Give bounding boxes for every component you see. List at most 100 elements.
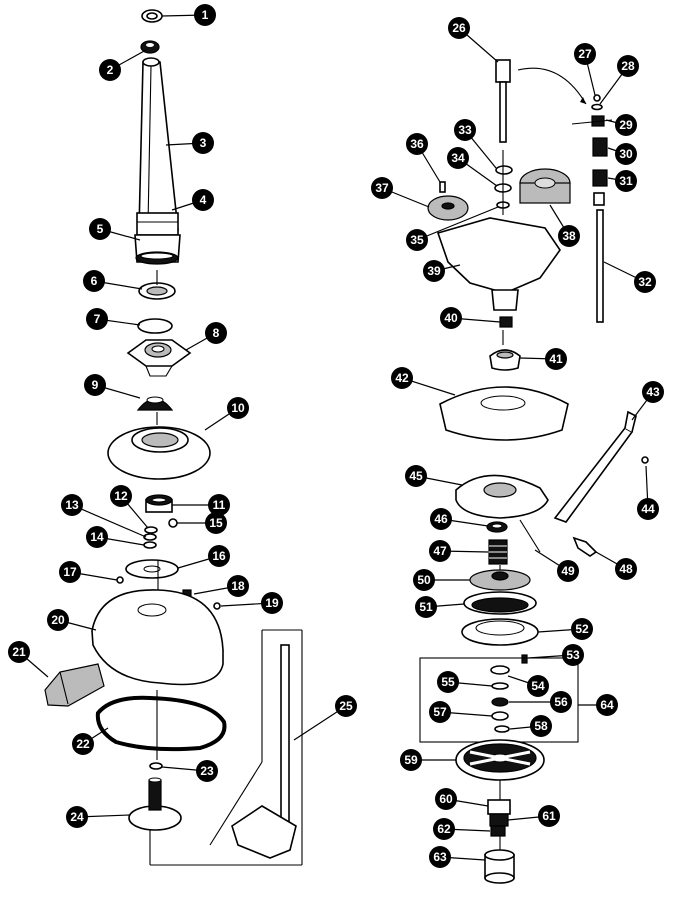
callout-badge — [84, 374, 106, 396]
part-8-bearing-housing — [126, 339, 192, 377]
callout-number: 14 — [90, 530, 104, 544]
part-54-washer — [490, 665, 510, 675]
callout-31: 31 — [607, 170, 637, 192]
callout-number: 9 — [92, 378, 99, 392]
callout-badge — [637, 498, 659, 520]
callout-badge — [208, 494, 230, 516]
callout-36: 36 — [406, 133, 441, 183]
callout-number: 32 — [638, 275, 652, 289]
callout-4: 4 — [171, 189, 214, 211]
callout-badge — [227, 575, 249, 597]
part-55-washer — [491, 682, 509, 690]
callout-badge — [400, 749, 422, 771]
part-5-seal — [134, 234, 181, 265]
callout-badge — [545, 348, 567, 370]
part-29-nut — [571, 115, 613, 127]
callout-number: 20 — [51, 613, 65, 627]
callout-badge — [59, 561, 81, 583]
callout-leader — [71, 504, 147, 538]
callout-badge — [562, 644, 584, 666]
callout-number: 64 — [600, 698, 614, 712]
callout-number: 42 — [395, 371, 409, 385]
callout-12: 12 — [110, 485, 149, 529]
callout-34: 34 — [447, 147, 498, 187]
callout-8: 8 — [185, 322, 227, 351]
part-39-gear-housing — [436, 217, 561, 311]
callout-number: 16 — [212, 549, 226, 563]
callout-50: 50 — [413, 569, 470, 591]
callout-number: 38 — [562, 229, 576, 243]
callout-number: 8 — [213, 326, 220, 340]
callout-44: 44 — [637, 465, 659, 520]
callout-29: 29 — [605, 114, 637, 136]
callout-42: 42 — [391, 367, 456, 396]
callout-number: 56 — [554, 695, 568, 709]
callout-badge — [406, 229, 428, 251]
callout-number: 31 — [619, 174, 633, 188]
left-guide-lines — [149, 270, 303, 866]
callout-54: 54 — [507, 675, 549, 697]
callout-badge — [66, 806, 88, 828]
callout-badge — [617, 55, 639, 77]
part-19-screw — [213, 602, 221, 610]
callout-number: 1 — [202, 8, 209, 22]
callout-number: 35 — [410, 233, 424, 247]
part-28-washer — [591, 103, 603, 111]
part-62-collar — [490, 825, 506, 837]
callout-number: 7 — [94, 312, 101, 326]
part-63-sleeve — [484, 849, 515, 884]
callout-55: 55 — [437, 671, 493, 693]
part-60-clutch — [487, 799, 511, 815]
part-38-drive-gear — [519, 168, 571, 204]
callout-14: 14 — [86, 526, 145, 548]
part-37-pinion-gear — [427, 195, 469, 221]
part-20-gear-case — [91, 589, 224, 686]
callout-7: 7 — [86, 308, 141, 330]
callout-number: 52 — [575, 622, 589, 636]
callout-49: 49 — [534, 549, 579, 582]
part-10-tub-support — [107, 426, 211, 480]
callout-53: 53 — [527, 644, 584, 666]
callout-number: 19 — [265, 596, 279, 610]
callout-number: 48 — [619, 562, 633, 576]
callout-27: 27 — [574, 43, 596, 96]
callout-badge — [429, 846, 451, 868]
callout-56: 56 — [509, 691, 572, 713]
callout-badge — [227, 397, 249, 419]
callout-17: 17 — [59, 561, 118, 583]
part-7-o-ring — [137, 318, 173, 334]
callout-badge — [205, 512, 227, 534]
callout-number: 58 — [534, 719, 548, 733]
part-59-pulley — [455, 739, 545, 781]
callout-badge — [261, 592, 283, 614]
part-14-washer — [143, 541, 157, 549]
part-4-shaft-collar — [136, 212, 179, 236]
callout-45: 45 — [405, 465, 463, 487]
callout-51: 51 — [415, 596, 465, 618]
part-46-collar — [486, 521, 508, 533]
callout-badge — [454, 119, 476, 141]
part-6-bearing — [138, 282, 176, 300]
right-guide-lines — [499, 150, 504, 850]
callout-badge — [205, 322, 227, 344]
callout-64: 64 — [578, 694, 618, 716]
callout-40: 40 — [440, 307, 501, 329]
callout-26: 26 — [448, 17, 499, 63]
callout-number: 41 — [549, 352, 563, 366]
callout-number: 5 — [97, 222, 104, 236]
callout-number: 6 — [91, 274, 98, 288]
part-25-shaft-bracket — [231, 644, 297, 859]
callout-badge — [447, 147, 469, 169]
callout-badge — [61, 494, 83, 516]
callout-badge — [192, 189, 214, 211]
callout-22: 22 — [72, 727, 109, 755]
part-47-spring — [488, 539, 508, 565]
callout-number: 24 — [70, 810, 84, 824]
callout-number: 54 — [531, 679, 545, 693]
callout-badge — [371, 177, 393, 199]
callout-number: 34 — [451, 151, 465, 165]
callout-number: 60 — [439, 792, 453, 806]
callout-number: 40 — [444, 311, 458, 325]
callout-badge — [415, 596, 437, 618]
callout-badge — [47, 609, 69, 631]
